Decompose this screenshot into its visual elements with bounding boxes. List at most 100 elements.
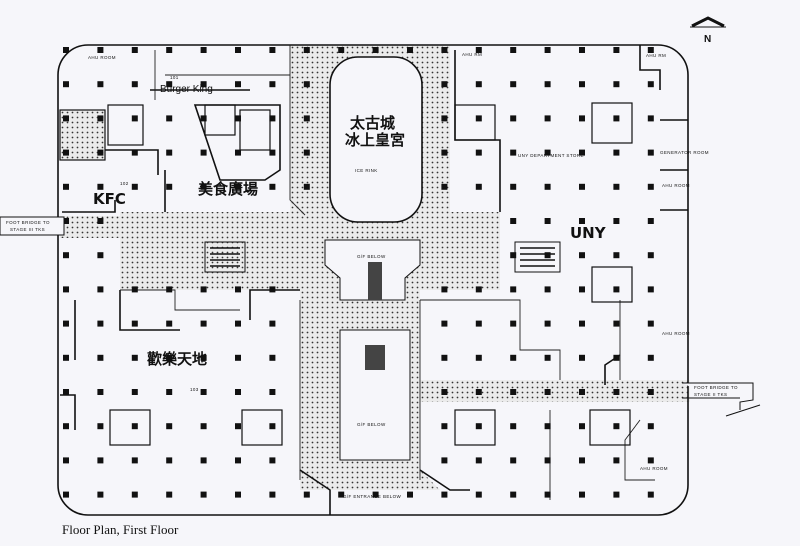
column — [235, 491, 241, 498]
column — [235, 183, 241, 190]
column — [97, 252, 104, 259]
column — [97, 183, 104, 190]
column — [647, 423, 654, 430]
column — [510, 183, 517, 190]
structural-columns — [63, 47, 654, 498]
column — [579, 389, 585, 395]
column — [613, 286, 620, 293]
column — [475, 457, 482, 464]
column — [166, 457, 173, 464]
column — [63, 354, 69, 361]
uny-store-label: UNY DEPARTMENT STORE — [518, 153, 584, 158]
column — [544, 354, 551, 361]
column — [303, 183, 310, 190]
column — [510, 47, 517, 53]
column — [166, 286, 173, 293]
escalators — [204, 239, 561, 461]
column — [97, 286, 104, 293]
column — [166, 423, 173, 430]
building-outline — [57, 44, 689, 516]
column — [63, 81, 69, 88]
column — [372, 47, 379, 53]
kfc-label: KFC — [93, 190, 126, 208]
column — [647, 149, 654, 156]
column — [510, 354, 517, 361]
column — [441, 115, 448, 122]
column — [372, 491, 379, 498]
column — [544, 81, 551, 88]
column — [647, 389, 654, 395]
column — [63, 320, 69, 327]
column — [63, 183, 69, 190]
unit-101-label: 101 — [170, 75, 179, 80]
column — [63, 47, 69, 53]
food-court-label: 美食廣場 — [198, 180, 258, 198]
column — [544, 320, 551, 327]
ice-palace-label: 太古城 — [350, 114, 395, 132]
column — [235, 149, 241, 156]
column — [131, 423, 138, 430]
column — [544, 423, 551, 430]
column — [407, 491, 413, 498]
column — [97, 115, 104, 122]
ahu-room-east2-label: AHU ROOM — [662, 331, 690, 336]
column — [63, 115, 69, 122]
column — [63, 491, 69, 498]
column — [647, 115, 654, 122]
column — [303, 491, 310, 498]
column — [269, 491, 276, 498]
column — [63, 252, 69, 259]
column — [166, 115, 173, 122]
column — [131, 81, 138, 88]
column — [475, 389, 482, 395]
column — [475, 423, 482, 430]
column — [200, 183, 207, 190]
column — [441, 354, 448, 361]
column — [131, 389, 138, 395]
column — [200, 423, 207, 430]
gf-below-south-label: G/F BELOW — [357, 422, 386, 427]
column — [510, 81, 517, 88]
foot-bridge-west: FOOT BRIDGE TO STAGE III TKS — [0, 216, 65, 236]
column — [544, 457, 551, 464]
column — [269, 354, 276, 361]
column — [200, 286, 207, 293]
column — [131, 47, 138, 53]
column — [441, 149, 448, 156]
happy-land-label: 歡樂天地 — [147, 350, 207, 368]
column — [166, 389, 173, 395]
column — [579, 423, 585, 430]
column — [475, 320, 482, 327]
column — [510, 320, 517, 327]
column — [166, 354, 173, 361]
column — [200, 81, 207, 88]
column — [647, 457, 654, 464]
column — [579, 183, 585, 190]
bridge-west-label-2: STAGE III TKS — [10, 227, 45, 232]
column — [475, 286, 482, 293]
column — [235, 354, 241, 361]
column — [97, 491, 104, 498]
column — [613, 389, 620, 395]
column — [510, 218, 517, 224]
column — [544, 183, 551, 190]
column — [269, 115, 276, 122]
column — [131, 183, 138, 190]
column — [131, 149, 138, 156]
column — [510, 149, 517, 156]
column — [235, 423, 241, 430]
column — [97, 320, 104, 327]
column — [200, 320, 207, 327]
column — [613, 218, 620, 224]
gf-entrance-label: G/F ENTRANCE BELOW — [343, 494, 402, 499]
column — [441, 286, 448, 293]
column — [441, 389, 448, 395]
column — [235, 457, 241, 464]
column — [200, 47, 207, 53]
column — [441, 47, 448, 53]
column — [613, 81, 620, 88]
column — [303, 47, 310, 53]
column — [441, 81, 448, 88]
column — [166, 81, 173, 88]
